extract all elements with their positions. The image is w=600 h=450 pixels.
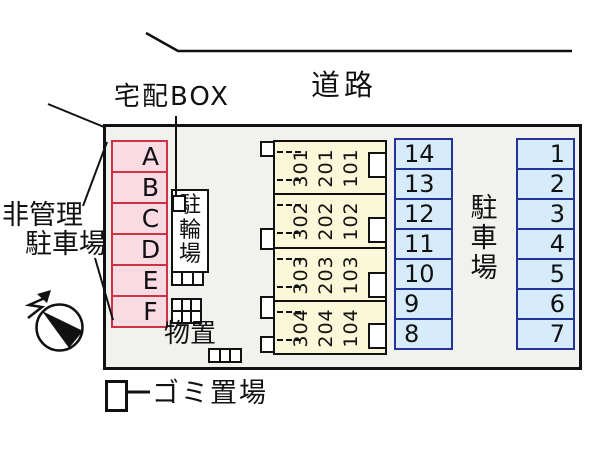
unmanaged-parking-label-line2: 駐車場: [25, 229, 106, 260]
entry-porch: [368, 217, 387, 244]
room-number: 104: [340, 308, 362, 348]
parking-space-number: 3: [549, 200, 565, 228]
parking-space-number: 4: [549, 230, 565, 258]
balcony-divider: [277, 285, 301, 288]
unmanaged-space-cell: F: [111, 295, 168, 328]
entry-porch: [368, 322, 387, 349]
delivery-box-marker: [172, 195, 186, 212]
balcony-divider: [277, 204, 301, 207]
parking-space-number: 7: [549, 320, 565, 348]
parking-space-cell: 4: [516, 228, 575, 260]
room-number: 304: [290, 308, 312, 348]
room-number: 102: [340, 201, 362, 241]
parking-space-number: 12: [404, 200, 435, 228]
parking-space-number: 9: [404, 290, 420, 318]
unmanaged-parking-label-line1: 非管理: [2, 200, 83, 231]
room-number: 201: [315, 148, 337, 188]
parking-space-number: 6: [549, 290, 565, 318]
unmanaged-space-label: D: [140, 235, 161, 264]
road-line: [145, 31, 572, 53]
unmanaged-space-label: A: [141, 142, 160, 171]
building-section-2: 302 202 102: [275, 195, 387, 249]
parking-space-cell: 14: [394, 138, 453, 170]
unmanaged-parking-column: A B C D E F: [111, 140, 168, 328]
room-number: 303: [290, 254, 312, 295]
parking-space-number: 11: [404, 230, 435, 258]
apartment-building: 301 201 101 302 202 102 303 203 103 304 …: [273, 140, 387, 355]
parking-space-number: 14: [404, 140, 435, 168]
parking-space-cell: 11: [394, 228, 453, 260]
parking-space-cell: 10: [394, 258, 453, 290]
unmanaged-space-cell: C: [111, 202, 168, 235]
boundary-corner-line: [47, 103, 105, 128]
balcony-divider: [277, 179, 301, 181]
parking-space-cell: 13: [394, 168, 453, 200]
parking-space-cell: 5: [516, 258, 575, 290]
room-number: 204: [315, 308, 337, 348]
parking-space-number: 8: [404, 320, 420, 348]
storage-shed-grid: [171, 298, 202, 324]
building-section-4: 304 204 104: [275, 302, 387, 353]
parking-space-number: 2: [549, 170, 565, 198]
parking-space-number: 10: [404, 260, 435, 288]
parking-space-cell: 1: [516, 138, 575, 170]
parking-column-right: 1 2 3 4 5 6 7: [516, 138, 575, 350]
balcony-divider: [277, 232, 301, 235]
parking-space-number: 1: [549, 140, 565, 168]
building-section-1: 301 201 101: [275, 142, 387, 196]
room-number: 202: [315, 201, 337, 241]
parking-label: 駐車場: [470, 193, 498, 285]
balcony-divider: [277, 257, 301, 260]
parking-label-wrap: 駐車場: [469, 193, 499, 285]
garbage-area-label: ゴミ置場: [152, 378, 268, 409]
storage-label: 物置: [164, 319, 217, 349]
room-number: 302: [290, 201, 312, 241]
parking-space-cell: 7: [516, 318, 575, 350]
building-section-3: 303 203 103: [275, 249, 387, 302]
balcony-divider: [277, 310, 301, 313]
balcony-divider: [277, 338, 301, 341]
north-compass-icon: [24, 290, 84, 352]
balcony-divider: [277, 151, 301, 153]
parking-space-cell: 6: [516, 288, 575, 320]
room-number: 203: [315, 254, 337, 295]
garbage-area-marker: [105, 380, 128, 412]
entry-porch: [368, 152, 387, 178]
unmanaged-space-label: B: [141, 173, 160, 202]
parking-space-number: 13: [404, 170, 435, 198]
parking-space-cell: 2: [516, 168, 575, 200]
delivery-box-label: 宅配BOX: [114, 82, 230, 112]
unmanaged-space-cell: E: [111, 264, 168, 297]
parking-space-cell: 12: [394, 198, 453, 230]
parking-space-cell: 8: [394, 318, 453, 350]
unmanaged-space-label: F: [143, 297, 158, 326]
unmanaged-space-label: E: [142, 266, 159, 295]
room-number: 103: [340, 254, 362, 295]
road-label: 道路: [311, 68, 378, 102]
parking-space-cell: 3: [516, 198, 575, 230]
small-shed-grid: [208, 348, 242, 363]
parking-space-cell: 9: [394, 288, 453, 320]
room-number: 301: [290, 148, 312, 188]
parking-space-number: 5: [549, 260, 565, 288]
unmanaged-space-label: C: [141, 204, 160, 233]
unmanaged-space-cell: B: [111, 171, 168, 204]
unmanaged-space-cell: A: [111, 140, 168, 173]
entry-porch: [368, 271, 387, 298]
room-number: 101: [340, 148, 362, 188]
unmanaged-space-cell: D: [111, 233, 168, 266]
bike-rack-grid: [171, 271, 204, 286]
parking-column-left: 14 13 12 11 10 9 8: [394, 138, 453, 350]
